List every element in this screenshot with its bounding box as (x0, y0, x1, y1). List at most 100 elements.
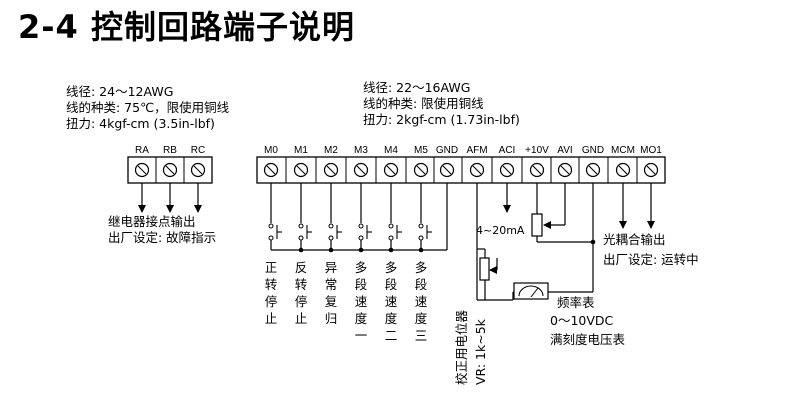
switch-contact (358, 223, 364, 229)
wire-spec-left: 线径: 24～12AWG 线的种类: 75℃，限使用铜线 扭力: 4kgf-cm… (66, 84, 230, 131)
junction-dot (298, 247, 304, 253)
screw-terminal-icon (323, 162, 339, 178)
control-terminal-label: MCM (611, 145, 635, 156)
input-label-char: 速 (415, 294, 428, 309)
control-terminal-label: GND (582, 145, 604, 156)
push-switch-icon (298, 223, 312, 241)
control-terminal-label: ACI (499, 145, 516, 156)
meter-label-line: 满刻度电压表 (550, 332, 626, 347)
switch-contact (418, 235, 424, 241)
control-terminal-label: MO1 (640, 145, 662, 156)
junction-dot (418, 247, 424, 253)
pot-body (479, 257, 490, 281)
control-terminal-label: +10V (525, 145, 549, 156)
potentiometer-icon (531, 213, 543, 237)
screw-slot (386, 165, 396, 175)
screw-terminal-icon (413, 162, 429, 178)
switch-contact (298, 235, 304, 241)
input-label: 反转停止 (295, 260, 308, 326)
screw-slot (356, 165, 366, 175)
spec-right-line: 扭力: 2kgf-cm (1.73in-lbf) (363, 112, 520, 127)
screw-terminal-icon (499, 162, 515, 178)
screw-slot (442, 165, 452, 175)
screw-slot (618, 165, 628, 175)
control-terminal-label: M3 (354, 145, 368, 156)
control-terminal-label: AFM (466, 145, 487, 156)
control-terminal-label: M2 (324, 145, 338, 156)
switch-contact (418, 223, 424, 229)
relay-note: 继电器接点输出 出厂设定: 故障指示 (108, 214, 216, 245)
switch-contact (328, 235, 334, 241)
input-label-char: 度 (415, 311, 428, 326)
input-label-char: 异 (325, 260, 338, 275)
input-label-char: 多 (385, 260, 398, 275)
control-terminal-label: GND (436, 145, 458, 156)
input-label-char: 常 (325, 277, 338, 292)
wiring (138, 183, 655, 301)
meter-icon (513, 282, 549, 300)
control-block-body (256, 156, 666, 184)
push-switch-icon (418, 223, 432, 241)
junction-dot (328, 247, 334, 253)
spec-left-line: 扭力: 4kgf-cm (3.5in-lbf) (66, 116, 215, 131)
input-label-char: 转 (295, 277, 308, 292)
switch-contact (388, 235, 394, 241)
relay-terminal-label: RC (191, 145, 205, 156)
input-label: 多段速度一 (355, 260, 368, 343)
screw-terminal-icon (557, 162, 573, 178)
screw-slot (165, 165, 175, 175)
control-terminal-label: M4 (384, 145, 398, 156)
input-label-char: 速 (355, 294, 368, 309)
relay-note-line: 继电器接点输出 (108, 214, 196, 229)
screw-terminal-icon (439, 162, 455, 178)
junction-dot (388, 247, 394, 253)
screw-terminal-icon (353, 162, 369, 178)
relay-terminal-label: RB (163, 145, 177, 156)
input-label-char: 多 (355, 260, 368, 275)
input-label-char: 复 (325, 294, 338, 309)
screw-slot (472, 165, 482, 175)
input-label-char: 正 (265, 260, 278, 275)
input-label-char: 归 (325, 311, 338, 326)
meter-needle (530, 287, 539, 298)
screw-slot (296, 165, 306, 175)
switch-contact (358, 235, 364, 241)
input-label-char: 段 (415, 277, 428, 292)
push-switch-icon (388, 223, 402, 241)
screw-slot (532, 165, 542, 175)
screw-terminal-icon (293, 162, 309, 178)
screw-slot (560, 165, 570, 175)
switch-contact (268, 223, 274, 229)
spec-left-line: 线径: 24～12AWG (66, 84, 173, 99)
input-label: 多段速度二 (385, 260, 398, 343)
pot-label-line: VR: 1k~5k (473, 318, 488, 385)
meter-label-line: 频率表 (557, 295, 595, 310)
screw-slot (193, 165, 203, 175)
screw-slot (588, 165, 598, 175)
control-terminal-label: M5 (414, 145, 428, 156)
wire-spec-right: 线径: 22～16AWG 线的种类: 限使用铜线 扭力: 2kgf-cm (1.… (363, 80, 520, 127)
opto-note-line: 光耦合输出 (603, 232, 666, 247)
meter-label-line: 0～10VDC (550, 313, 614, 328)
spec-left-line: 线的种类: 75℃，限使用铜线 (66, 100, 230, 115)
screw-terminal-icon (469, 162, 485, 178)
switch-contact (268, 235, 274, 241)
pot-body (531, 213, 543, 237)
switch-contact (328, 223, 334, 229)
input-label-char: 止 (265, 311, 278, 326)
input-label-char: 段 (385, 277, 398, 292)
screw-terminal-icon (162, 162, 178, 178)
relay-note-line: 出厂设定: 故障指示 (108, 230, 216, 245)
input-label-char: 止 (295, 311, 308, 326)
input-label-char: 多 (415, 260, 428, 275)
screw-terminal-icon (529, 162, 545, 178)
screw-terminal-icon (134, 162, 150, 178)
opto-note-line: 出厂设定: 运转中 (603, 252, 699, 267)
screw-terminal-icon (263, 162, 279, 178)
control-terminal-label: M0 (264, 145, 278, 156)
aci-current-label: 4~20mA (476, 224, 525, 237)
push-switch-icon (268, 223, 282, 241)
junction-dot (358, 247, 364, 253)
